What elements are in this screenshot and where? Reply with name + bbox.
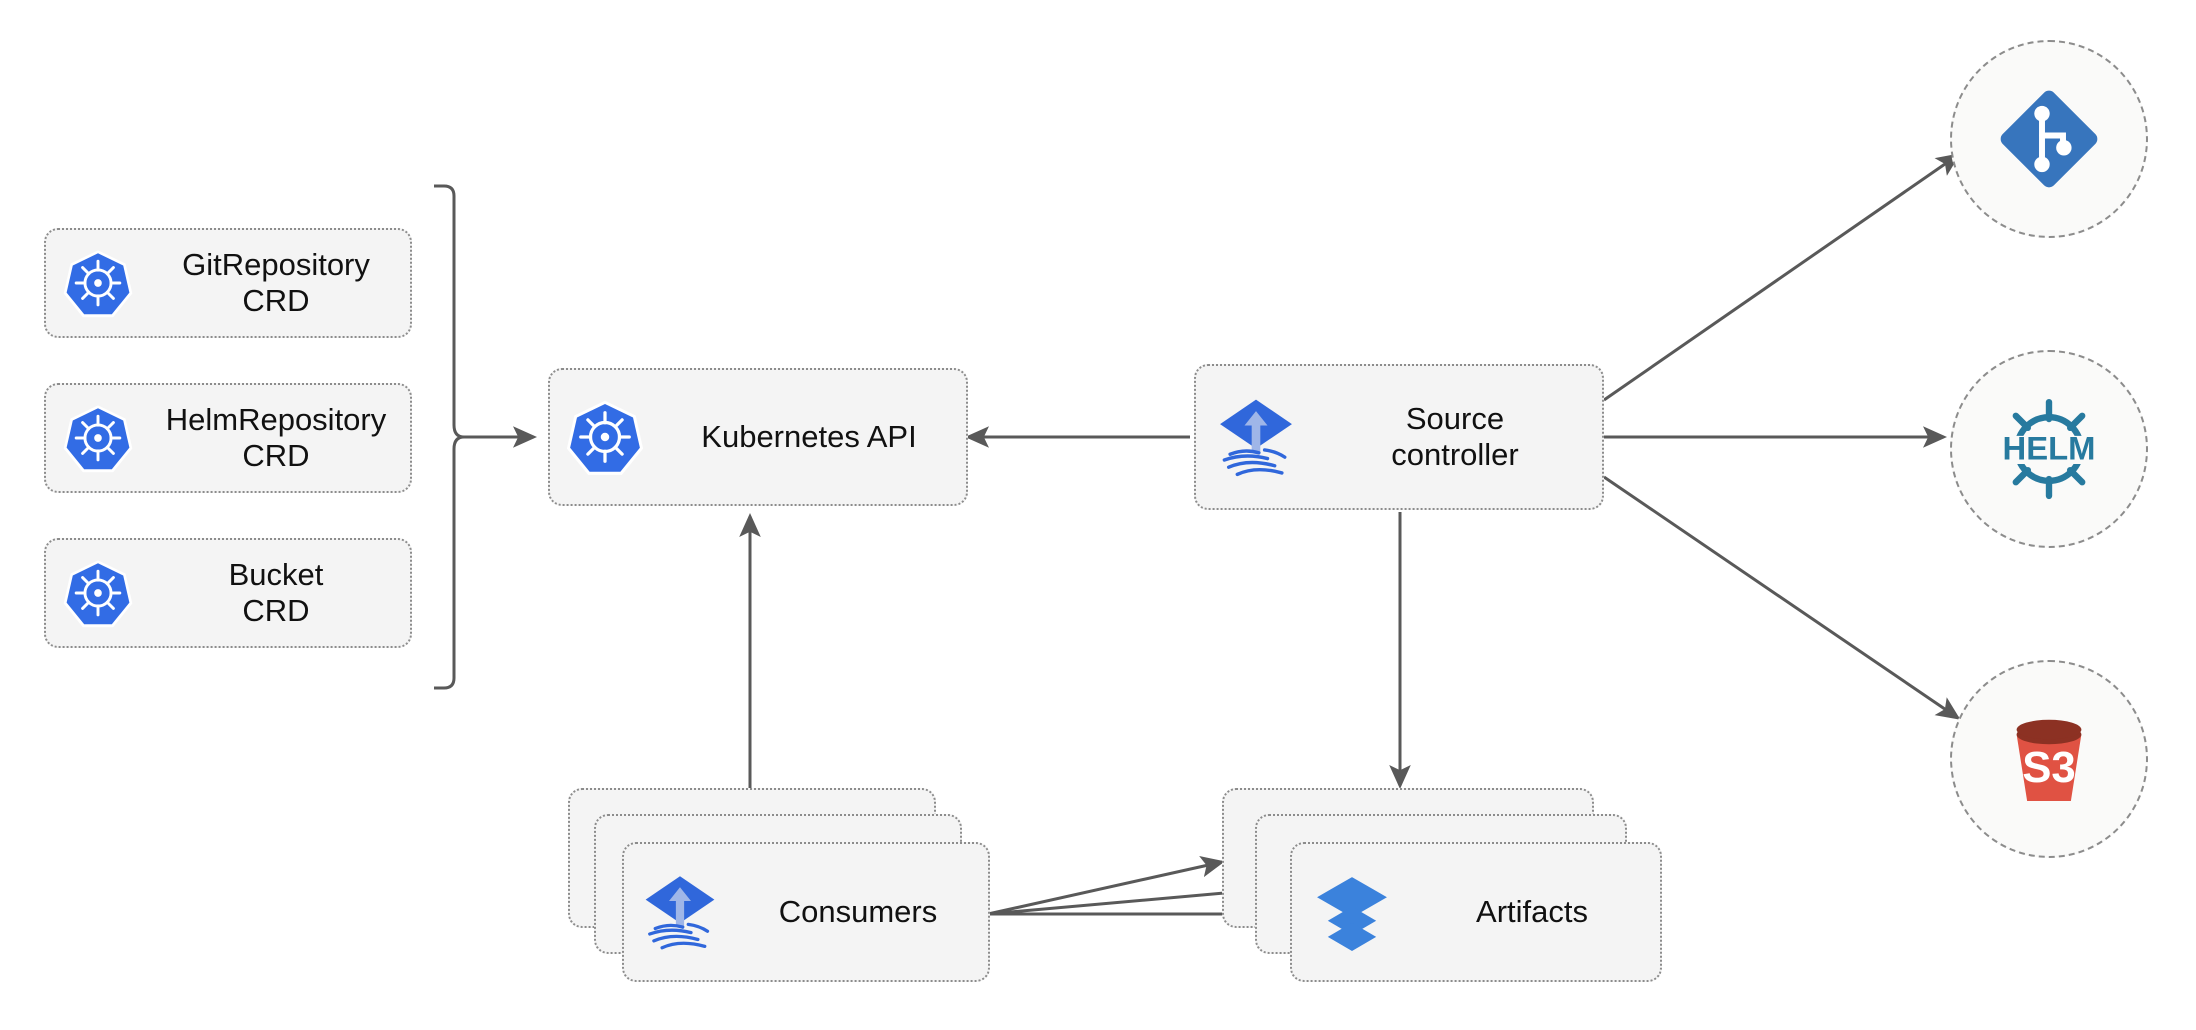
- s3-bucket-icon: S3: [1993, 703, 2105, 815]
- crd-box-bucket[interactable]: Bucket CRD: [44, 538, 412, 648]
- helm-wordmark: HELM: [2003, 430, 2096, 467]
- edge-sourcectl-to-git: [1603, 153, 1961, 402]
- kubernetes-icon: [46, 402, 150, 474]
- kubernetes-api-node[interactable]: Kubernetes API: [548, 368, 968, 506]
- s3-wordmark: S3: [2022, 743, 2076, 792]
- helm-source-circle[interactable]: HELM: [1950, 350, 2148, 548]
- crd-group-brace: [434, 184, 465, 690]
- source-controller-node[interactable]: Source controller: [1194, 364, 1604, 510]
- flux-icon: [624, 868, 736, 956]
- kubernetes-api-label: Kubernetes API: [701, 419, 917, 455]
- consumers-label: Consumers: [778, 894, 938, 930]
- crd-box-helmrepository[interactable]: HelmRepository CRD: [44, 383, 412, 493]
- layers-icon: [1292, 869, 1412, 955]
- kubernetes-icon: [46, 557, 150, 629]
- edge-consumers-to-artifacts-1: [987, 856, 1225, 916]
- git-source-circle[interactable]: [1950, 40, 2148, 238]
- flux-icon: [1196, 391, 1316, 483]
- kubernetes-icon: [46, 247, 150, 319]
- helm-icon: HELM: [1989, 389, 2109, 509]
- s3-source-circle[interactable]: S3: [1950, 660, 2148, 858]
- consumers-node[interactable]: Consumers: [622, 842, 990, 982]
- git-icon: [1993, 83, 2105, 195]
- edge-sourcectl-to-s3: [1603, 475, 1961, 720]
- artifacts-label: Artifacts: [1476, 894, 1588, 930]
- kubernetes-icon: [550, 397, 660, 477]
- crd-box-label: HelmRepository CRD: [165, 402, 387, 473]
- artifacts-node[interactable]: Artifacts: [1290, 842, 1662, 982]
- crd-box-gitrepository[interactable]: GitRepository CRD: [44, 228, 412, 338]
- edge-consumers-to-artifacts-2: [987, 881, 1261, 916]
- source-controller-label: Source controller: [1391, 401, 1519, 472]
- crd-box-label: Bucket CRD: [228, 557, 324, 628]
- crd-box-label: GitRepository CRD: [182, 247, 370, 318]
